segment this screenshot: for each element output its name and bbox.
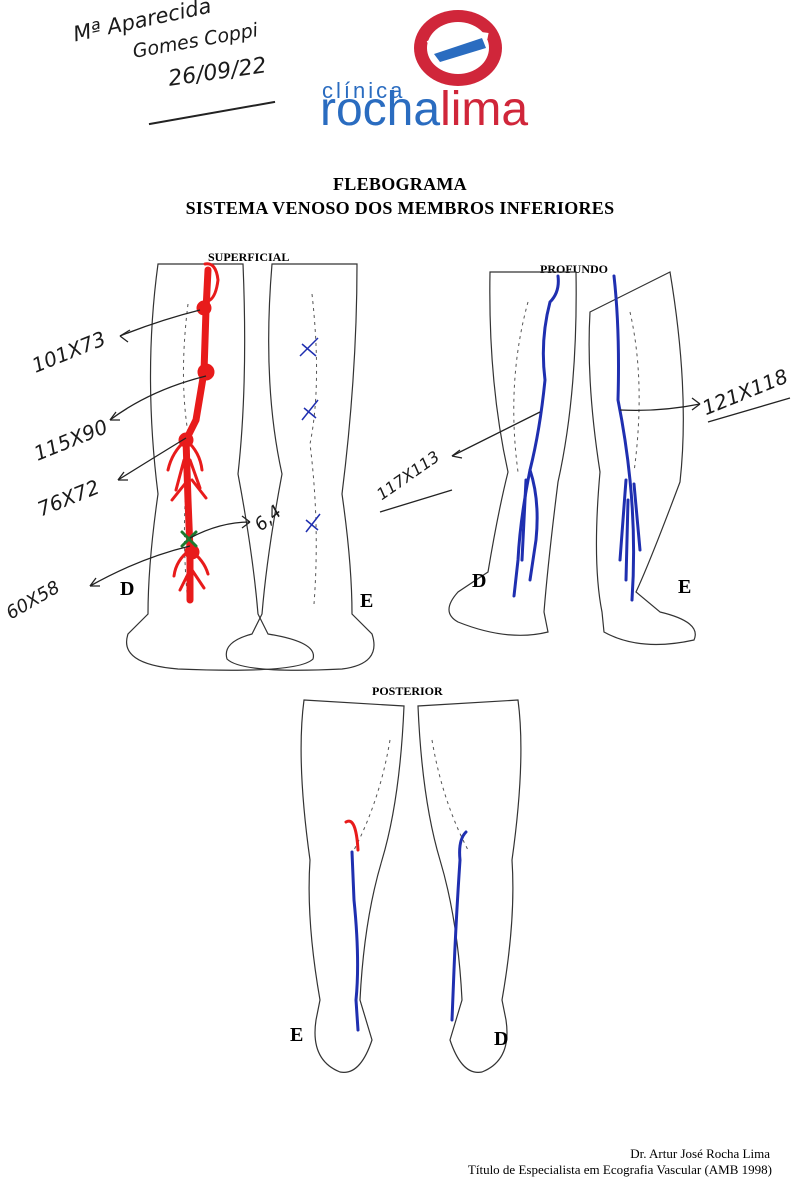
left-leg-blue-marks-icon	[299, 337, 321, 533]
logo-prefix: clínica	[322, 78, 406, 103]
posterior-leg-right	[417, 699, 522, 1073]
label-profundo-d: D	[472, 570, 487, 592]
perforator-mark-icon	[180, 530, 198, 548]
profundo-annotation-arrows	[379, 397, 791, 513]
logo-emblem-icon	[414, 10, 502, 86]
logo-name-part2: lima	[440, 83, 529, 136]
posterior-veins	[344, 819, 468, 1032]
label-posterior-d: D	[494, 1028, 509, 1050]
profundo-deep-veins	[512, 274, 642, 602]
footer-credential: Título de Especialista em Ecografia Vasc…	[467, 1162, 772, 1177]
footer-doctor-name: Dr. Artur José Rocha Lima	[630, 1146, 770, 1161]
profundo-leg-left	[588, 271, 696, 646]
posterior-leg-left	[300, 699, 405, 1073]
page-subtitle: SISTEMA VENOSO DOS MEMBROS INFERIORES	[185, 198, 615, 218]
section-label-posterior: POSTERIOR	[372, 684, 443, 698]
label-superficial-e: E	[360, 590, 374, 612]
logo-wordmark: rochalima	[320, 86, 528, 134]
superficial-annotation-arrows	[89, 309, 251, 587]
superficial-leg-right	[126, 263, 314, 671]
label-superficial-d: D	[120, 578, 135, 600]
page-title: FLEBOGRAMA	[332, 174, 467, 194]
logo-name-part1: rocha	[320, 83, 441, 136]
clinic-logo: clínica rochalima	[320, 8, 590, 134]
profundo-leg-right	[448, 271, 577, 636]
label-posterior-e: E	[290, 1024, 304, 1046]
superficial-leg-left	[225, 263, 375, 671]
section-label-superficial: SUPERFICIAL	[208, 250, 290, 264]
label-profundo-e: E	[678, 576, 692, 598]
